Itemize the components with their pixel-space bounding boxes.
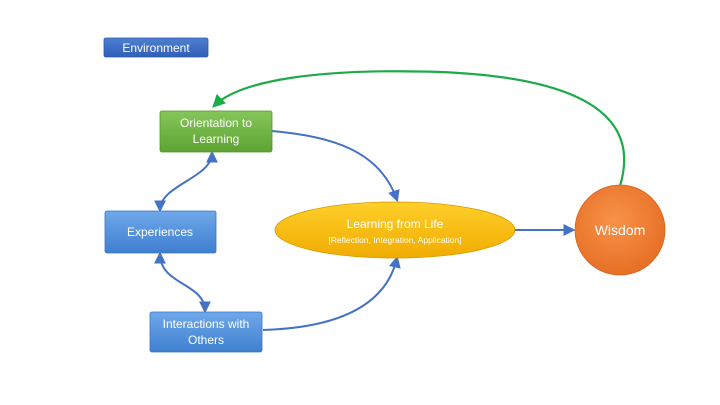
wisdom-circle: Wisdom (574, 184, 666, 276)
arrow-experiences-interactions (154, 251, 211, 314)
orientation-box: Orientation to Learning (159, 110, 273, 153)
arrow-orientation-to-learning (271, 130, 400, 203)
arrow-wisdom-to-orientation (212, 70, 626, 187)
experiences-label: Experiences (127, 225, 193, 239)
arrow-orientation-experiences (154, 150, 218, 213)
interactions-label-line1: Interactions with (163, 317, 250, 331)
wisdom-label: Wisdom (595, 222, 646, 238)
learning-subtitle: [Reflection, Integration, Application] (328, 235, 461, 245)
orientation-label-line2: Learning (193, 132, 240, 146)
learning-title: Learning from Life (347, 217, 444, 231)
environment-label: Environment (122, 41, 190, 55)
arrow-interactions-to-learning (262, 255, 401, 331)
orientation-label-line1: Orientation to (180, 116, 252, 130)
interactions-box: Interactions with Others (149, 311, 263, 353)
environment-box: Environment (103, 37, 209, 58)
experiences-box: Experiences (104, 210, 217, 254)
interactions-label-line2: Others (188, 333, 224, 347)
learning-ellipse: Learning from Life [Reflection, Integrat… (274, 201, 516, 259)
